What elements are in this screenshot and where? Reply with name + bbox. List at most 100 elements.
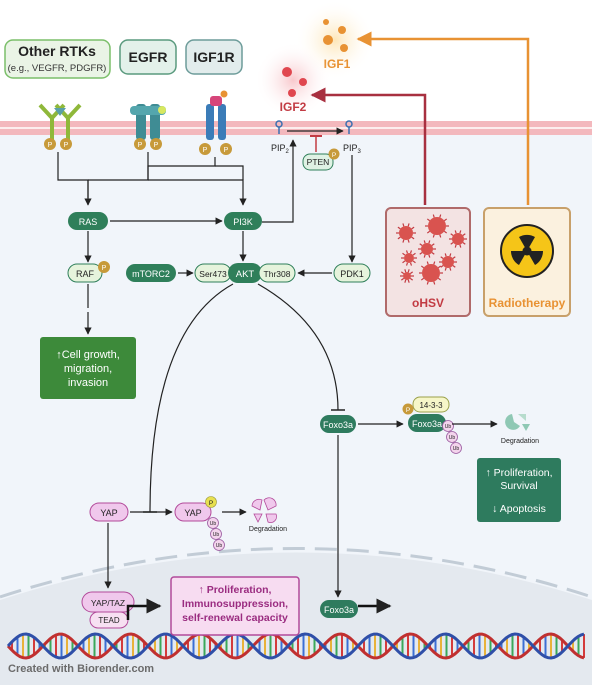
phospho-icon (220, 143, 232, 155)
igf1-particle (338, 26, 346, 34)
yap-degradation-label: Degradation (249, 526, 287, 533)
tead-label: TEAD (98, 616, 120, 625)
cell-growth-line: ↑Cell growth, (56, 349, 120, 361)
virus-icon (418, 240, 436, 258)
phospho-icon (205, 496, 217, 508)
foxo3a-bound-node (408, 414, 446, 432)
ubiquitin-icon (442, 420, 454, 432)
degradation-fragments-icon (505, 414, 530, 431)
ser473-label: Ser473 (199, 269, 227, 279)
phospho-icon (134, 138, 146, 150)
apoptosis-label: ↓ Apoptosis (492, 503, 546, 515)
phospho-label: P (48, 142, 53, 149)
phospho-icon (60, 138, 72, 150)
egfr-label: EGFR (129, 49, 168, 65)
phospho-label: P (406, 407, 410, 414)
pten-node (302, 153, 334, 171)
akt-label: AKT (236, 269, 255, 280)
pi3k-node (224, 212, 262, 230)
akt-foxo-inhibition (257, 283, 339, 411)
foxo3a-nuclear-label: Foxo3a (324, 605, 354, 615)
nuclear-outcome-line: ↑ Proliferation, (199, 584, 272, 596)
nuclear-envelope (0, 547, 592, 599)
foxo3a-nuclear-node (320, 600, 358, 618)
igf1-particle (323, 19, 329, 25)
other-rtks-box (4, 39, 111, 79)
yap-label: YAP (100, 508, 117, 518)
phospho-label: P (332, 152, 336, 159)
yap-taz-label: YAP/TAZ (91, 598, 125, 608)
igf1-particle (340, 44, 348, 52)
nuclear-outcome-box (170, 576, 300, 636)
ubiquitin-icon (450, 442, 462, 454)
pip3-label: PIP3 (343, 143, 362, 155)
foxo3a-bound-label: Foxo3a (412, 419, 442, 429)
ohsv-label: oHSV (412, 296, 444, 310)
other-rtks-subtitle: (e.g., VEGFR, PDGFR) (8, 63, 107, 74)
mtorc2-node (126, 264, 176, 282)
igf2-particle (288, 89, 296, 97)
pi3k-to-pip2-arrow (262, 139, 297, 223)
pip2-label: PIP2 (271, 143, 290, 155)
igf1-particle (323, 35, 333, 45)
protein-14-3-3-label: 14-3-3 (419, 401, 443, 410)
virus-icon (400, 269, 414, 283)
virus-icon (396, 223, 416, 243)
radio-igf1-arrow (356, 31, 530, 205)
dna-strand (6, 632, 585, 660)
mtorc2-label: mTORC2 (132, 269, 170, 279)
phospho-label: P (138, 142, 143, 149)
yap-node (89, 502, 129, 522)
pten-label: PTEN (307, 157, 330, 167)
pi3k-label: PI3K (233, 217, 253, 227)
other-rtk-receptor (38, 103, 82, 140)
nuclear-outcome-line: Immunosuppression, (182, 598, 288, 610)
yap-degradation-fragments-icon (251, 497, 277, 523)
ubiquitin-icon (213, 539, 225, 551)
igf1r-box (185, 39, 243, 75)
virus-icon (425, 214, 449, 238)
foxo3a-node (320, 415, 356, 433)
phospho-icon (98, 261, 110, 273)
raf-node (67, 263, 103, 283)
ubiquitin-label: Ub (445, 424, 452, 430)
ras-node (68, 212, 108, 230)
yap-phospho-node (174, 502, 212, 522)
proliferation-survival-line: ↑ Proliferation, (485, 467, 552, 479)
raf-label: RAF (76, 269, 95, 279)
phospho-icon (328, 148, 340, 160)
proliferation-survival-box (477, 458, 561, 522)
protein-14-3-3-node (412, 396, 450, 413)
ubiquitin-icon (207, 517, 219, 529)
phospho-icon (199, 143, 211, 155)
phospho-label: P (224, 147, 229, 154)
ubiquitin-label: Ub (216, 543, 223, 549)
dna-strand (6, 632, 585, 660)
ubiquitin-label: Ub (210, 521, 217, 527)
igf2-label: IGF2 (280, 100, 307, 114)
other-rtks-title: Other RTKs (18, 43, 96, 59)
phospho-label: P (102, 265, 107, 272)
ubiquitin-icon (210, 528, 222, 540)
phospho-label: P (154, 142, 159, 149)
igf1r-receptor (206, 90, 228, 140)
cell-growth-line: invasion (68, 377, 108, 389)
ohsv-igf2-arrow (310, 87, 427, 205)
igf1r-connector-2 (215, 165, 244, 180)
phospho-label: P (64, 142, 69, 149)
phospho-icon (402, 403, 414, 415)
virus-icon (439, 253, 457, 271)
egfr-box (119, 39, 177, 75)
pdk1-label: PDK1 (340, 269, 364, 279)
igf1r-label: IGF1R (193, 49, 234, 65)
akt-yap-inhibition (149, 283, 234, 513)
akt-node (228, 263, 262, 283)
phospho-label: P (209, 500, 213, 507)
ubiquitin-label: Ub (213, 532, 220, 538)
nuclear-outcome-line: self-renewal capacity (182, 612, 288, 624)
phospho-label: P (203, 147, 208, 154)
ubiquitin-label: Ub (453, 446, 460, 452)
pdk1-node (333, 263, 371, 283)
